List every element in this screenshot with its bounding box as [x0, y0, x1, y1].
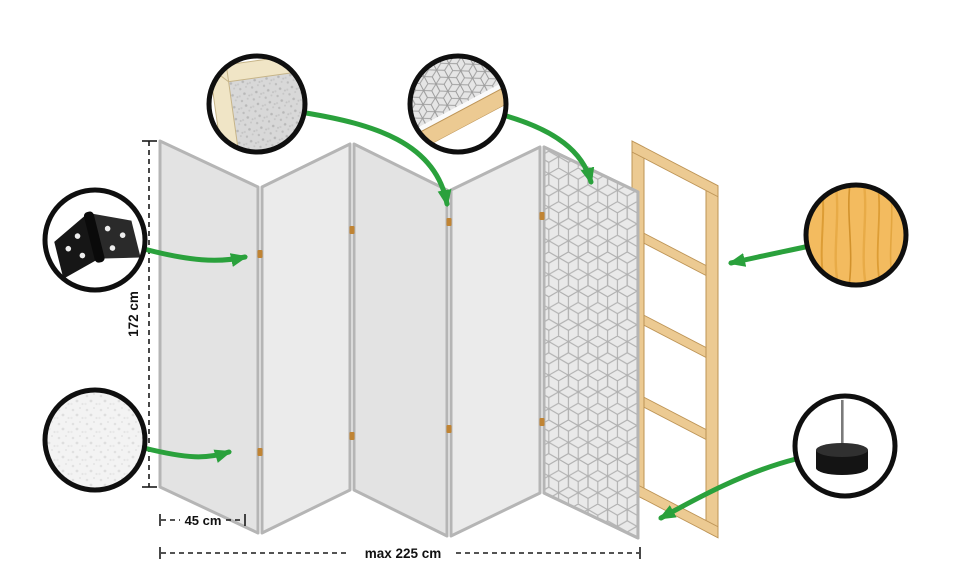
hinge-icon: [54, 211, 141, 279]
panel-5-pattern-overlay: [542, 145, 640, 540]
callout-wood-texture: [803, 182, 909, 288]
panel-2: [260, 142, 352, 535]
callout-hinge: [42, 187, 148, 293]
hinge-pin: [446, 218, 452, 226]
callout-fabric-texture: [42, 387, 148, 493]
panel-3: [352, 142, 449, 538]
callout-ring: [792, 393, 898, 499]
arrow-fabric-to-panel: [141, 445, 232, 463]
fabric-texture: [47, 392, 143, 488]
frame-rung: [643, 396, 707, 441]
frame-right-stile: [705, 178, 719, 539]
max-width-label: max 225 cm: [365, 546, 442, 561]
hinge-pin: [349, 226, 355, 234]
callout-ring: [803, 182, 909, 288]
wooden-frame: [631, 140, 719, 539]
arrow-hinge-to-joint: [141, 246, 248, 267]
callout-ring: [42, 387, 148, 493]
joint-hinge-pins: [257, 212, 545, 456]
hinge-pin: [257, 250, 263, 258]
callout-fabric-edge: [407, 53, 509, 155]
dimension-height: [142, 140, 157, 488]
foot-icon: [816, 400, 868, 475]
height-label: 172 cm: [126, 291, 141, 337]
callout-ring: [407, 53, 509, 155]
frame-top-rail: [631, 140, 719, 198]
frame-rung: [643, 232, 707, 277]
dimension-max-width: [159, 547, 641, 559]
panels: [158, 139, 640, 540]
hinge-pin: [539, 418, 545, 426]
callout-arrows: [141, 110, 808, 521]
arrow-foot-to-base: [658, 456, 799, 521]
hinge-pin: [539, 212, 545, 220]
arrow-corner-to-panel: [303, 110, 452, 207]
hinge-pin: [349, 432, 355, 440]
callout-ring: [206, 53, 308, 155]
dimension-panel-width: [159, 514, 246, 526]
arrow-wood-to-frame: [728, 244, 808, 267]
hinge-pin: [446, 425, 452, 433]
panel-1: [158, 139, 260, 535]
panel-4: [449, 145, 542, 538]
frame-rung: [643, 314, 707, 359]
panel-width-label: 45 cm: [185, 513, 222, 528]
hinge-pin: [257, 448, 263, 456]
callout-ring: [42, 187, 148, 293]
arrow-edge-to-panel: [500, 112, 595, 185]
callout-foot: [792, 393, 898, 499]
